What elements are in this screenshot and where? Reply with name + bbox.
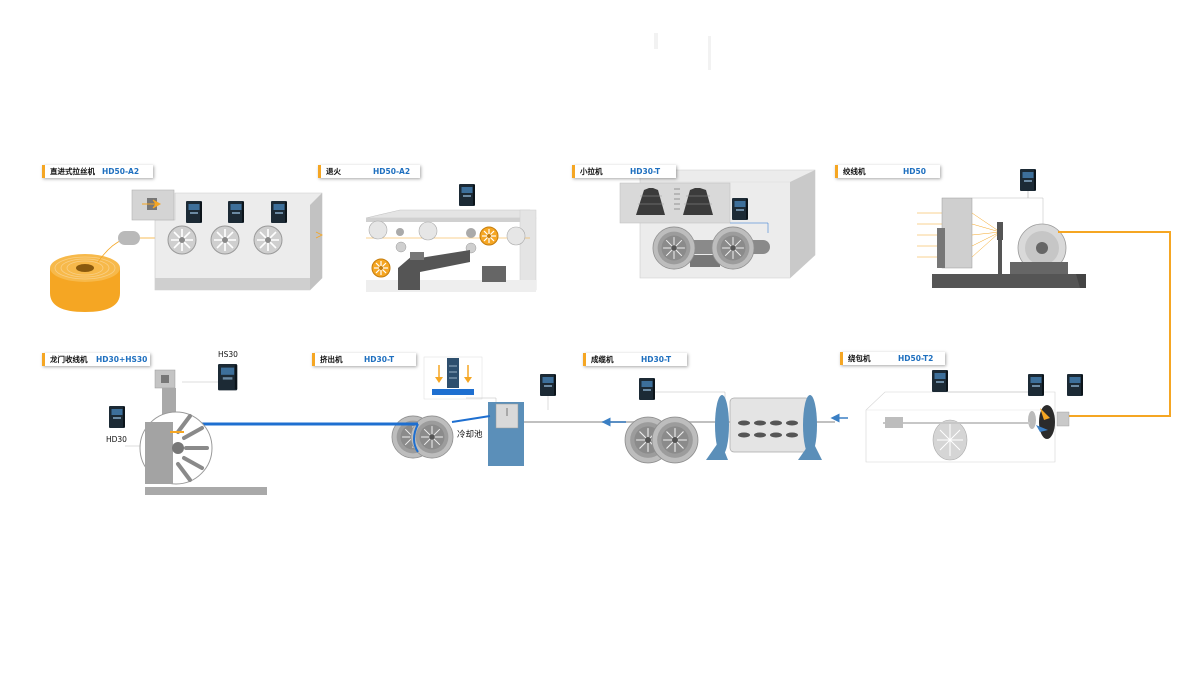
stage-name: 退火 (326, 167, 341, 176)
label-accent (835, 165, 838, 178)
gantry-take-up-illustration (109, 364, 267, 495)
stage-label-cabling: 成缆机 HD30-T (583, 353, 687, 366)
stage-label-gantry-take-up: 龙门收线机 HD30+HS30 (42, 353, 150, 366)
hs30-label: HS30 (218, 350, 238, 359)
stage-model: HD30+HS30 (96, 355, 148, 364)
stage-model: HD30-T (630, 167, 661, 176)
drawing-machine-illustration (50, 189, 323, 312)
stage-label-stranding: 绞线机 HD50 (835, 165, 940, 178)
stranding-machine-illustration (917, 169, 1086, 288)
stage-model: HD50 (903, 167, 926, 176)
stage-name: 绞线机 (843, 167, 866, 176)
hd30-label: HD30 (106, 435, 127, 444)
stage-model: HD50-A2 (373, 167, 411, 176)
label-accent (312, 353, 315, 366)
stage-label-small-drawing: 小拉机 HD30-T (572, 165, 676, 178)
label-accent (572, 165, 575, 178)
label-accent (583, 353, 586, 366)
stage-model: HD50-T2 (898, 354, 934, 363)
label-accent (840, 352, 843, 365)
cabling-machine-illustration (520, 374, 835, 464)
extruder-illustration (391, 356, 540, 466)
stage-model: HD30-T (364, 355, 395, 364)
label-accent (42, 165, 45, 178)
stage-name: 成缆机 (591, 355, 614, 364)
blue-wire-path (183, 415, 491, 453)
stage-label-wire-drawing: 直进式拉丝机 HD50-A2 (42, 165, 153, 178)
taping-machine-illustration (830, 370, 1083, 463)
small-drawing-machine-illustration (619, 169, 816, 279)
top-fade-mark (654, 33, 711, 70)
stage-name: 小拉机 (580, 167, 603, 176)
stage-model: HD30-T (641, 355, 672, 364)
stage-model: HD50-A2 (102, 167, 140, 176)
stage-name: 龙门收线机 (50, 355, 88, 364)
stage-name: 挤出机 (320, 355, 343, 364)
label-accent (42, 353, 45, 366)
annealing-machine-illustration (365, 184, 537, 292)
stage-label-taping: 绕包机 HD50-T2 (840, 352, 945, 365)
stage-label-annealing: 退火 HD50-A2 (318, 165, 420, 178)
stage-label-extruder: 挤出机 HD30-T (312, 353, 416, 366)
stage-name: 绕包机 (848, 354, 871, 363)
stage-name: 直进式拉丝机 (50, 167, 95, 176)
label-accent (318, 165, 321, 178)
cooling-tank-label: 冷却池 (457, 430, 483, 440)
orange-connector-line (1058, 231, 1171, 417)
